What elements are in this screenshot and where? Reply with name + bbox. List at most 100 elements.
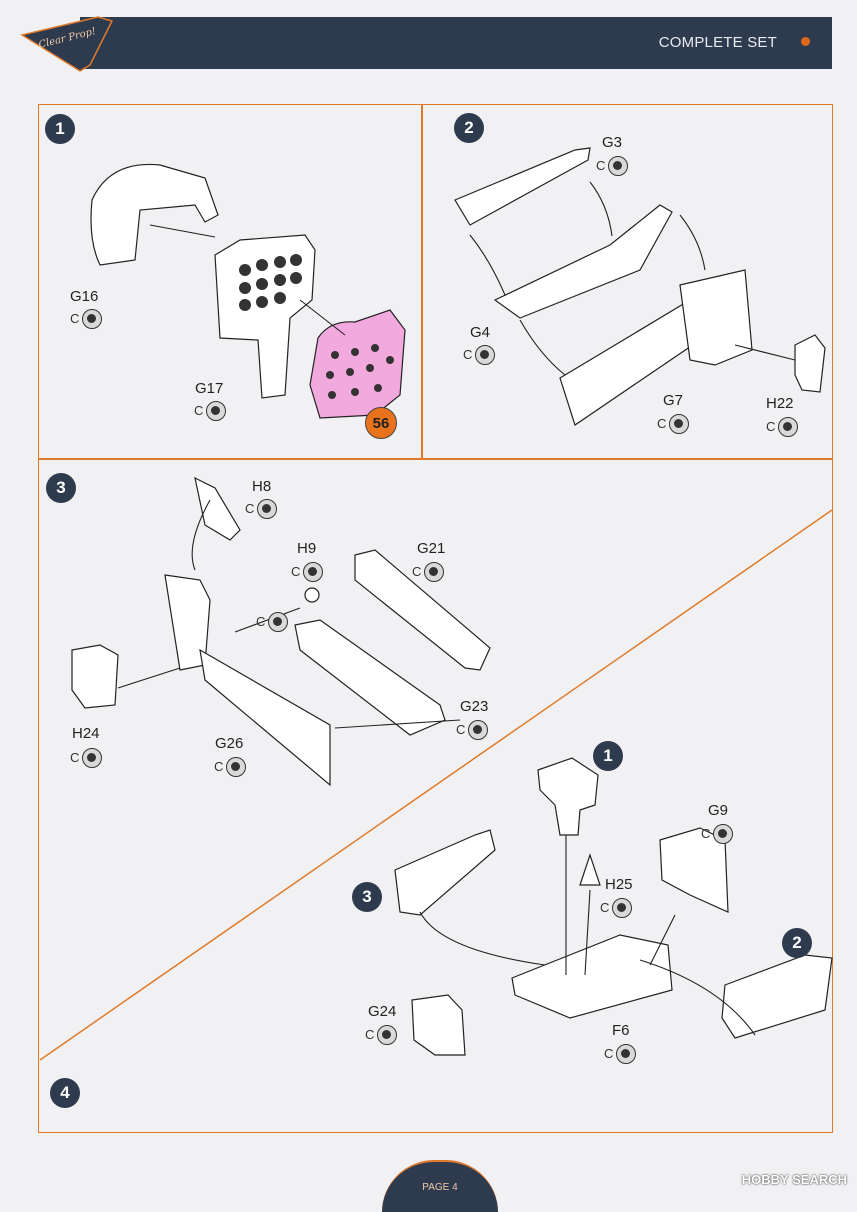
instruction-frame xyxy=(38,104,833,1133)
glue-tag: C xyxy=(70,750,80,765)
arrow-3d xyxy=(334,719,461,729)
arrow-4a xyxy=(419,911,546,966)
part-label-h9: H9 xyxy=(297,540,317,557)
part-label-g4: G4 xyxy=(470,324,491,341)
arrow-2d xyxy=(519,319,566,376)
cement-icon xyxy=(82,309,102,329)
subassembly-ref-1: 1 xyxy=(593,741,623,771)
subassembly-ref-3: 3 xyxy=(352,882,382,912)
glue-tag: C xyxy=(70,311,80,326)
step3-part-h8 xyxy=(194,476,241,541)
part-label-g24: G24 xyxy=(368,1003,397,1020)
part-label-g7: G7 xyxy=(663,392,684,409)
step-number-2: 2 xyxy=(454,113,484,143)
step4-left-assembly xyxy=(394,829,496,916)
part-label-f6: F6 xyxy=(612,1022,630,1039)
part-label-h8: H8 xyxy=(252,478,272,495)
cement-icon xyxy=(616,1044,636,1064)
page-header: Clear Prop! COMPLETE SET xyxy=(20,15,832,72)
cement-icon xyxy=(713,824,733,844)
step3-side-panel xyxy=(199,648,331,787)
cement-icon xyxy=(612,898,632,918)
arrow-2c xyxy=(679,214,706,271)
arrow-4d xyxy=(649,914,676,966)
glue-tag: C xyxy=(291,564,301,579)
glue-tag: C xyxy=(701,826,711,841)
step3-part-g21 xyxy=(354,549,491,671)
step4-panel-assembly xyxy=(537,757,599,836)
step4-part-g24 xyxy=(411,994,466,1056)
vertical-divider xyxy=(421,104,423,458)
glue-tag: C xyxy=(456,722,466,737)
cement-icon xyxy=(424,562,444,582)
cement-icon xyxy=(608,156,628,176)
decal-number-badge: 56 xyxy=(365,407,397,439)
header-bar xyxy=(80,17,832,69)
watermark-text: HOBBY SEARCH xyxy=(741,1172,847,1187)
cement-icon xyxy=(268,612,288,632)
part-label-g26: G26 xyxy=(215,735,244,752)
subassembly-ref-2: 2 xyxy=(782,928,812,958)
step3-floor-panel xyxy=(294,619,446,736)
step4-floor xyxy=(511,934,673,1019)
step1-instrument-panel xyxy=(214,234,316,399)
diagonal-divider xyxy=(39,509,833,1061)
glue-tag: C xyxy=(256,614,266,629)
step3-part-h24 xyxy=(71,644,119,709)
arrow-2a xyxy=(469,234,506,296)
step1-decal-sheet xyxy=(309,309,406,419)
glue-tag: C xyxy=(604,1046,614,1061)
glue-tag: C xyxy=(657,416,667,431)
brand-logo xyxy=(20,16,114,72)
step2-part-h22 xyxy=(794,334,826,393)
cement-icon xyxy=(778,417,798,437)
part-label-g3: G3 xyxy=(602,134,623,151)
part-label-h22: H22 xyxy=(766,395,794,412)
set-title: COMPLETE SET xyxy=(658,34,777,51)
cement-icon xyxy=(377,1025,397,1045)
step2-bulkhead-plate xyxy=(679,269,753,366)
arrow-2e xyxy=(734,344,796,361)
glue-tag: C xyxy=(214,759,224,774)
step1-rear-bulkhead xyxy=(90,163,219,266)
step2-side-console-top xyxy=(454,147,591,226)
step2-console-frame xyxy=(493,204,673,319)
part-label-g17: G17 xyxy=(195,380,224,397)
glue-tag: C xyxy=(600,900,610,915)
arrow-1a xyxy=(149,224,216,238)
part-label-h25: H25 xyxy=(605,876,633,893)
glue-tag: C xyxy=(766,419,776,434)
header-dot-icon xyxy=(801,37,810,46)
cement-icon xyxy=(303,562,323,582)
arrow-3b xyxy=(234,607,301,633)
arrow-3a xyxy=(191,499,211,571)
page-number: PAGE 4 xyxy=(422,1182,458,1193)
arrow-4e xyxy=(639,959,756,1036)
cement-icon xyxy=(475,345,495,365)
part-label-h24: H24 xyxy=(72,725,100,742)
part-label-g21: G21 xyxy=(417,540,446,557)
cement-icon xyxy=(669,414,689,434)
glue-tag: C xyxy=(365,1027,375,1042)
part-label-g16: G16 xyxy=(70,288,99,305)
arrow-4c xyxy=(584,889,591,976)
step-number-4: 4 xyxy=(50,1078,80,1108)
arrow-2b xyxy=(589,181,613,237)
step3-part-h9 xyxy=(304,587,320,603)
cement-icon xyxy=(82,748,102,768)
step-number-3: 3 xyxy=(46,473,76,503)
glue-tag: C xyxy=(596,158,606,173)
glue-tag: C xyxy=(463,347,473,362)
step-number-1: 1 xyxy=(45,114,75,144)
glue-tag: C xyxy=(194,403,204,418)
part-label-g9: G9 xyxy=(708,802,729,819)
cement-icon xyxy=(226,757,246,777)
cement-icon xyxy=(257,499,277,519)
step4-part-g9 xyxy=(659,827,729,913)
glue-tag: C xyxy=(412,564,422,579)
horizontal-divider xyxy=(38,458,833,460)
part-label-g23: G23 xyxy=(460,698,489,715)
step4-right-assembly xyxy=(721,954,833,1039)
step3-side-frame xyxy=(164,574,211,671)
